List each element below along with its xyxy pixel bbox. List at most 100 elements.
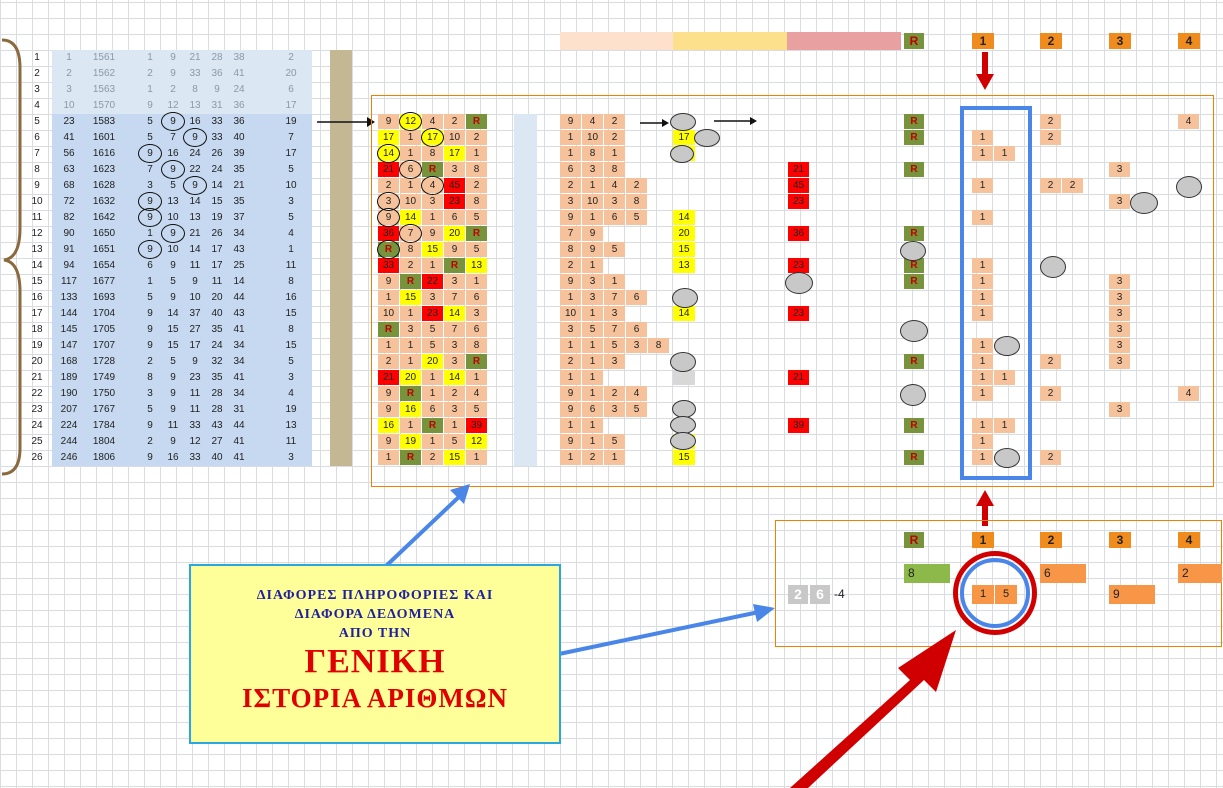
grid-cell: 1: [466, 450, 487, 465]
highlight-ring-blue: [960, 558, 1030, 628]
table-cell: 6: [288, 84, 294, 95]
summary-diff: -4: [834, 587, 845, 601]
grid-highlight-oval: [399, 224, 422, 243]
col1-cell: 1: [972, 178, 993, 193]
row-number: 8: [34, 164, 40, 175]
mid-cell: 2: [604, 130, 625, 145]
row-number: 24: [31, 420, 43, 431]
grid-highlight-oval: [377, 240, 400, 259]
grid-cell: 1: [466, 370, 487, 385]
table-cell: 5: [288, 212, 294, 223]
mid-cell: 10: [582, 130, 603, 145]
r-cell: R: [904, 418, 924, 433]
grid-highlight-oval: [377, 208, 400, 227]
table-cell: 1784: [92, 420, 116, 431]
table-cell: 35: [233, 196, 245, 207]
table-cell: 5: [170, 180, 176, 191]
mid-cell: 1: [560, 370, 581, 385]
table-cell: 5: [288, 356, 294, 367]
table-cell: 145: [60, 324, 78, 335]
grid-cell: 19: [400, 434, 421, 449]
summary-panel: [775, 520, 1222, 647]
mid-cell: 9: [560, 114, 581, 129]
grid-cell: 14: [444, 306, 465, 321]
grid-cell: 13: [466, 258, 487, 273]
col3-cell: 3: [1109, 194, 1130, 209]
grid-cell: 21: [378, 162, 399, 177]
summary-header-2: 2: [1040, 532, 1062, 548]
table-cell: 2: [66, 68, 72, 79]
table-cell: 35: [211, 372, 223, 383]
summary-header-3: 3: [1109, 532, 1131, 548]
grid-cell: 3: [422, 194, 443, 209]
mid-cell: 9: [560, 434, 581, 449]
table-cell: 1: [66, 52, 72, 63]
table-cell: 6: [147, 260, 153, 271]
table-cell: 1704: [92, 308, 116, 319]
grid-cell: 20: [444, 226, 465, 241]
table-cell: 12: [167, 100, 179, 111]
mid-cell: 1: [560, 418, 581, 433]
grid-cell: 1: [378, 338, 399, 353]
grid-cell: 39: [466, 418, 487, 433]
table-cell: 5: [170, 356, 176, 367]
grid-cell: 3: [444, 162, 465, 177]
table-cell: 94: [63, 260, 75, 271]
table-cell: 1650: [92, 228, 116, 239]
grid-cell: 1: [400, 418, 421, 433]
mid-cell: 2: [604, 114, 625, 129]
grid-cell: 5: [466, 242, 487, 257]
table-cell: 9: [170, 292, 176, 303]
grid-cell: 21: [378, 370, 399, 385]
blank-column: [514, 114, 537, 466]
grid-cell: 36: [378, 226, 399, 241]
col1-cell: 1: [972, 354, 993, 369]
mid-cell: 3: [582, 290, 603, 305]
table-cell: 15: [285, 308, 297, 319]
grid-cell: 17: [378, 130, 399, 145]
grid-cell: R: [400, 386, 421, 401]
grid-cell: 3: [444, 338, 465, 353]
mid-cell: 10: [582, 194, 603, 209]
summary-gray-2: 6: [810, 585, 830, 604]
table-cell: 13: [189, 212, 201, 223]
table-cell: 43: [233, 244, 245, 255]
grid-cell: R: [378, 322, 399, 337]
marker-circle-icon: [900, 241, 926, 261]
table-cell: 147: [60, 340, 78, 351]
table-cell: 3: [66, 84, 72, 95]
mid-cell: 7: [604, 290, 625, 305]
table-cell: 91: [63, 244, 75, 255]
header-strip-peach: [560, 32, 673, 50]
col1-cell: 1: [994, 146, 1015, 161]
header-1: 1: [972, 33, 994, 49]
grid-cell: 20: [422, 354, 443, 369]
col1-cell: 1: [972, 210, 993, 225]
marker-circle-icon: [670, 113, 696, 131]
col3-cell: 3: [1109, 306, 1130, 321]
highlight-oval: [183, 128, 207, 147]
mid-cell: 5: [626, 210, 647, 225]
grid-cell: 1: [400, 130, 421, 145]
grid-cell: 1: [400, 338, 421, 353]
grid-cell: R: [422, 162, 443, 177]
summary-3-value: 9: [1109, 585, 1133, 604]
summary-gray-1: 2: [788, 585, 808, 604]
history-block-light: [52, 50, 312, 114]
grid-cell: 12: [466, 434, 487, 449]
col2-cell: 2: [1040, 130, 1061, 145]
grid-cell: R: [400, 274, 421, 289]
row-arrow-icon: [640, 119, 669, 127]
table-cell: 22: [189, 164, 201, 175]
grid-cell: R: [400, 450, 421, 465]
table-cell: 117: [61, 276, 77, 287]
table-cell: 44: [233, 292, 245, 303]
mid-cell: 2: [582, 450, 603, 465]
row-number: 6: [34, 132, 40, 143]
red-cell: 36: [788, 226, 809, 241]
table-cell: 28: [211, 52, 223, 63]
table-cell: 168: [60, 356, 78, 367]
grid-cell: R: [466, 114, 487, 129]
table-cell: 190: [60, 388, 78, 399]
summary-R-bar: [928, 564, 950, 583]
